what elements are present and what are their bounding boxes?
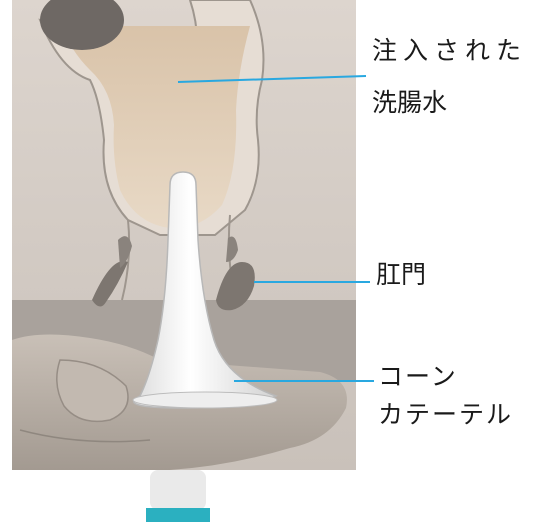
label-cone-catheter-line2: カテーテル	[378, 398, 513, 432]
connector-ring	[146, 508, 210, 522]
label-injected-water-line2: 洗腸水	[372, 86, 447, 120]
catheter-connector	[150, 470, 206, 510]
label-cone-catheter-line1: コーン	[378, 360, 458, 394]
cone-base-rim	[133, 392, 277, 408]
label-injected-water-line1: 注入された	[372, 34, 527, 68]
label-anus: 肛門	[376, 258, 426, 292]
